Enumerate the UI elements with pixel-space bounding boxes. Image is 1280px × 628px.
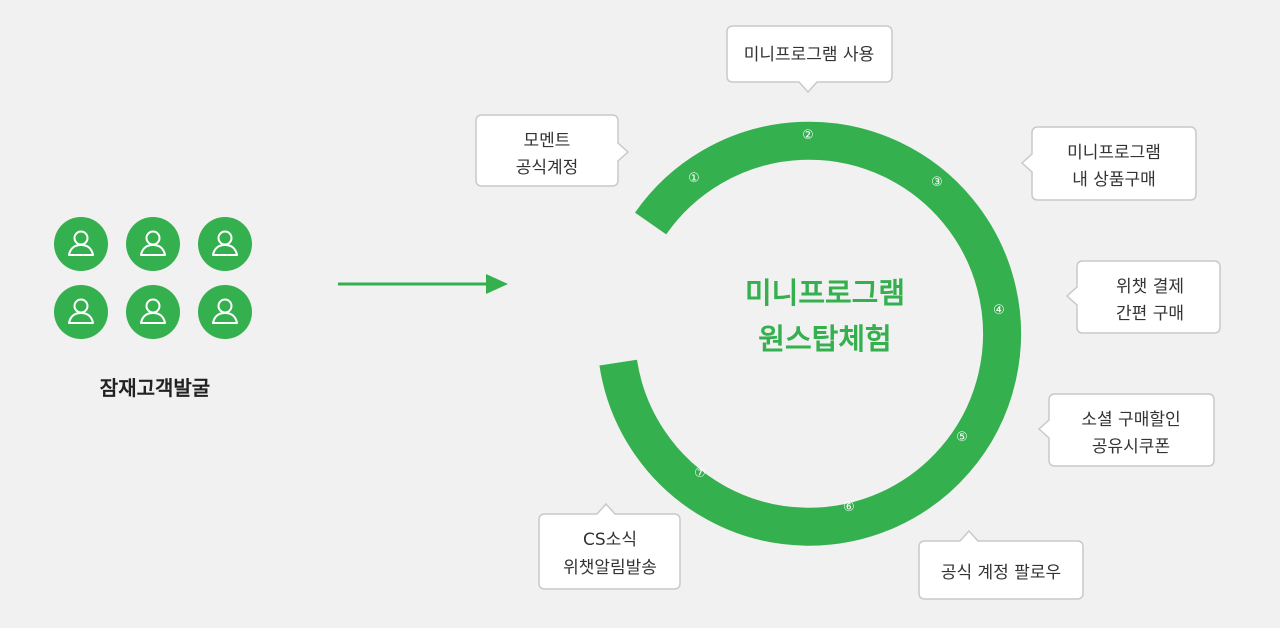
user-icon	[198, 285, 252, 339]
step-number-4: ④	[993, 303, 1005, 318]
user-icon	[126, 217, 180, 271]
callout-step-5-line-2: 공유시쿠폰	[1092, 437, 1170, 457]
callout-step-2: 미니프로그램 사용	[726, 25, 893, 94]
callout-step-5-line-1: 소셜 구매할인	[1081, 410, 1180, 430]
callout-step-4-line-2: 간편 구매	[1116, 304, 1184, 324]
step-number-3: ③	[931, 175, 943, 190]
step-number-7: ⑦	[694, 466, 706, 481]
callout-step-4-line-1: 위챗 결제	[1116, 277, 1184, 297]
user-icon	[198, 217, 252, 271]
center-title-line-1: 미니프로그램	[744, 276, 906, 310]
group-label: 잠재고객발굴	[99, 376, 211, 400]
step-number-6: ⑥	[843, 500, 855, 515]
center-title: 미니프로그램 원스탑체험	[700, 270, 950, 362]
step-number-2: ②	[802, 128, 814, 143]
user-icon	[54, 217, 108, 271]
step-number-5: ⑤	[956, 430, 968, 445]
user-icon	[54, 285, 108, 339]
arrow-right-icon	[338, 274, 508, 294]
callout-step-6: 공식 계정 팔로우	[918, 529, 1084, 600]
cycle-ring	[599, 121, 1021, 546]
callout-step-7: CS소식 위챗알림발송	[538, 502, 681, 590]
callout-step-3-line-2: 내 상품구매	[1072, 170, 1156, 190]
callout-step-1: 모멘트 공식계정	[475, 114, 630, 187]
callout-step-1-line-2: 공식계정	[516, 158, 579, 178]
callout-step-3-line-1: 미니프로그램	[1067, 143, 1161, 163]
callout-step-7-line-2: 위챗알림발송	[563, 558, 657, 578]
callout-step-7-line-1: CS소식	[583, 530, 637, 550]
callout-step-1-line-1: 모멘트	[524, 131, 571, 151]
user-icon	[126, 285, 180, 339]
callout-step-6-line-1: 공식 계정 팔로우	[941, 563, 1061, 583]
callout-step-5: 소셜 구매할인 공유시쿠폰	[1037, 393, 1215, 467]
callout-step-2-line-1: 미니프로그램 사용	[744, 45, 875, 65]
center-title-line-2: 원스탑체험	[758, 322, 892, 356]
callout-step-3: 미니프로그램 내 상품구매	[1020, 126, 1197, 201]
step-number-1: ①	[688, 171, 700, 186]
callout-step-4: 위챗 결제 간편 구매	[1065, 260, 1221, 334]
